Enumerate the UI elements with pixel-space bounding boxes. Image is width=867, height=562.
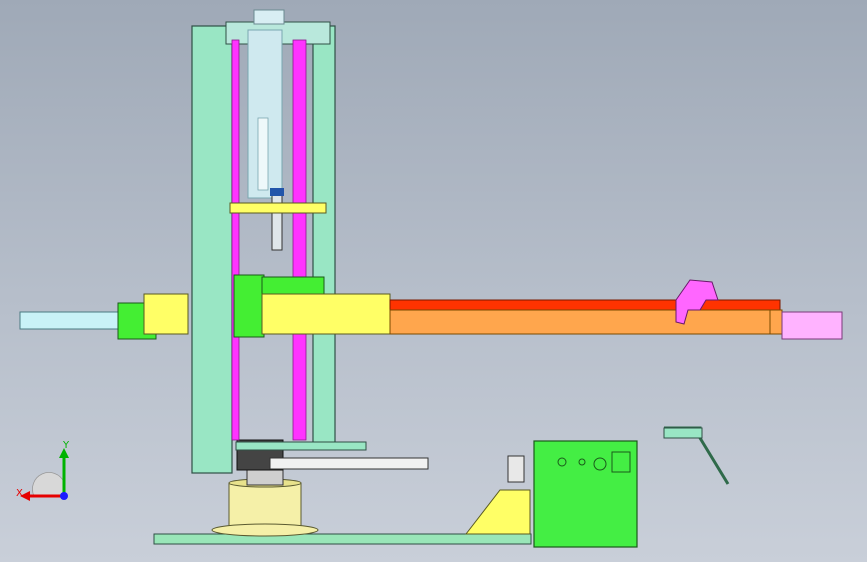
arm-orange[interactable] [389, 309, 771, 335]
yellow-crossbar[interactable] [229, 202, 327, 214]
triad-x-label: X [16, 488, 23, 499]
carriage-green[interactable] [233, 274, 265, 338]
small-cylinder [507, 455, 525, 483]
column-frame-right[interactable] [312, 25, 336, 447]
control-box[interactable] [533, 440, 638, 548]
base-plate[interactable] [153, 533, 532, 545]
axis-triad: Y X [16, 440, 70, 501]
guide-rod-right [292, 39, 307, 441]
arm-red[interactable] [389, 299, 781, 311]
guide-rod-left [231, 39, 240, 441]
gripper-bracket[interactable] [675, 279, 719, 325]
lower-rod[interactable] [269, 457, 429, 470]
end-tool[interactable] [769, 309, 783, 335]
column-frame-left[interactable] [191, 25, 233, 474]
triad-y-label: Y [62, 440, 70, 451]
carriage-yellow[interactable] [261, 293, 391, 335]
cylinder-rod [271, 189, 283, 251]
z-axis-dot [60, 492, 68, 500]
yellow-wedge[interactable] [464, 489, 531, 535]
left-rod[interactable] [19, 311, 121, 330]
